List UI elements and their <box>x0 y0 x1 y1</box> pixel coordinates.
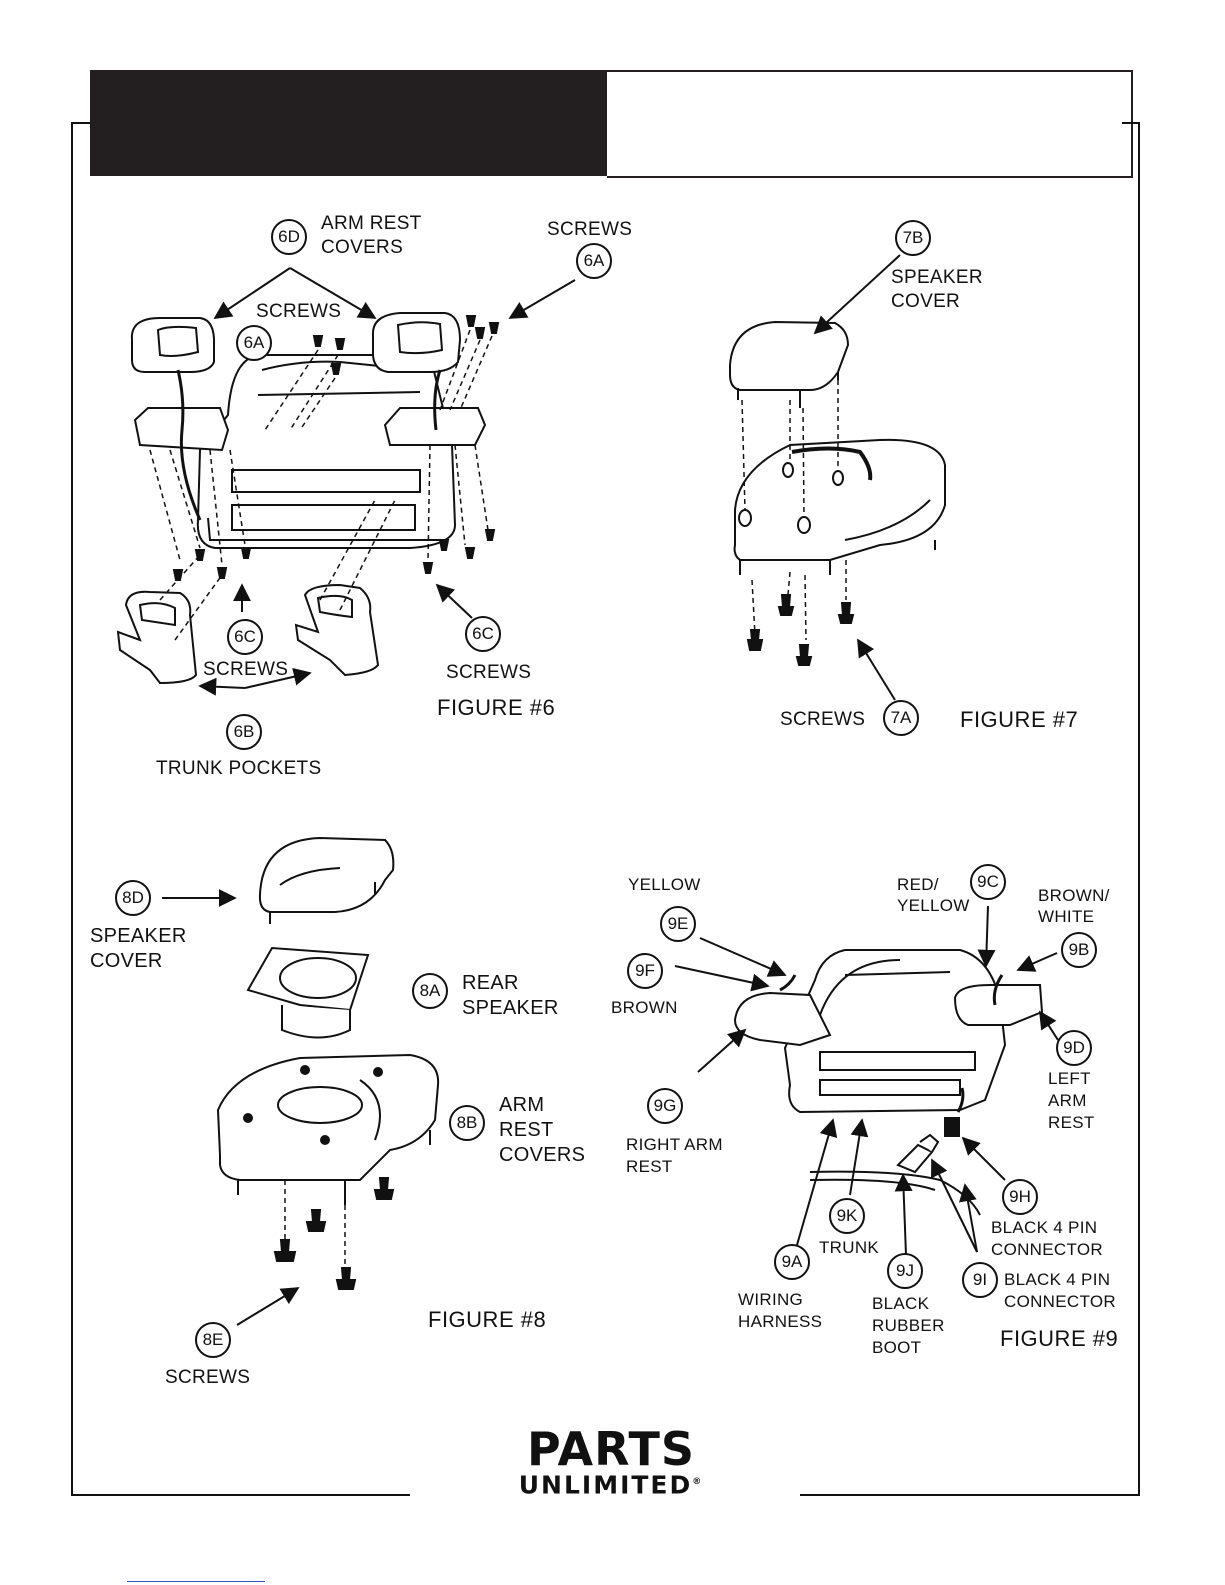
figure-6-drawing <box>116 312 500 685</box>
figure-9-title: FIGURE #9 <box>1000 1326 1119 1351</box>
figure-6-title: FIGURE #6 <box>437 695 556 720</box>
label-black-4pin-h-line2: CONNECTOR <box>991 1240 1103 1259</box>
label-screws: SCREWS <box>165 1367 251 1388</box>
label-wiring-harness-line1: WIRING <box>738 1290 804 1309</box>
label-rear-speaker-line2: SPEAKER <box>462 997 559 1019</box>
label-screws-mid: SCREWS <box>256 301 342 322</box>
page-frame-right <box>800 122 1140 1496</box>
figure-8-title: FIGURE #8 <box>428 1307 547 1332</box>
header-white-panel <box>607 70 1133 178</box>
label-brown-white-line1: BROWN/ <box>1038 886 1110 905</box>
label-screws-right: SCREWS <box>446 662 532 683</box>
parts-unlimited-logo: PARTS UNLIMITED® <box>493 1422 729 1500</box>
callout-9H: 9H <box>1002 1179 1038 1215</box>
footer-link-underline[interactable] <box>127 1581 265 1582</box>
label-speaker-cover-line2: COVER <box>891 291 961 312</box>
label-speaker-cover-line1: SPEAKER <box>90 925 187 947</box>
label-left-arm-rest-line2: ARM <box>1048 1091 1087 1110</box>
header-black-panel <box>90 70 607 176</box>
label-trunk-pockets: TRUNK POCKETS <box>156 758 322 779</box>
label-left-arm-rest-line1: LEFT <box>1048 1069 1091 1088</box>
label-trunk: TRUNK <box>819 1238 880 1257</box>
callout-9D: 9D <box>1056 1030 1092 1066</box>
label-right-arm-rest-line2: REST <box>626 1157 673 1176</box>
label-screws-top: SCREWS <box>547 219 633 240</box>
callout-9E: 9E <box>660 906 696 942</box>
callout-6A-mid: 6A <box>236 325 272 361</box>
label-black-4pin-i-line1: BLACK 4 PIN <box>1004 1270 1111 1289</box>
label-brown-white-line2: WHITE <box>1038 907 1095 926</box>
label-speaker-cover-line1: SPEAKER <box>891 267 983 288</box>
label-rear-speaker-line1: REAR <box>462 972 519 994</box>
figure-8-drawing <box>216 836 440 1290</box>
label-arm-rest-covers-line2: REST <box>499 1119 554 1141</box>
label-right-arm-rest-line1: RIGHT ARM <box>626 1135 723 1154</box>
label-black-4pin-i-line2: CONNECTOR <box>1004 1292 1116 1311</box>
callout-9C: 9C <box>970 864 1006 900</box>
callout-9F: 9F <box>627 953 663 989</box>
figure-9-drawing <box>733 949 1044 1216</box>
label-black-rubber-boot-line1: BLACK <box>872 1294 930 1313</box>
callout-9G: 9G <box>647 1088 683 1124</box>
label-black-rubber-boot-line3: BOOT <box>872 1338 922 1357</box>
callout-9K: 9K <box>829 1198 865 1234</box>
callout-9A: 9A <box>774 1244 810 1280</box>
label-brown: BROWN <box>611 998 678 1017</box>
logo-line2: UNLIMITED® <box>518 1470 704 1500</box>
callout-6C-right: 6C <box>465 616 501 652</box>
label-black-4pin-h-line1: BLACK 4 PIN <box>991 1218 1098 1237</box>
callout-8A: 8A <box>412 973 448 1009</box>
callout-6B: 6B <box>226 714 262 750</box>
label-black-rubber-boot-line2: RUBBER <box>872 1316 945 1335</box>
label-red-yellow-line2: YELLOW <box>897 896 970 915</box>
label-speaker-cover-line2: COVER <box>90 950 163 972</box>
page-frame-left <box>71 122 410 1496</box>
callout-8B: 8B <box>449 1105 485 1141</box>
callout-6C-left: 6C <box>227 619 263 655</box>
label-screws-left: SCREWS <box>203 659 289 680</box>
label-arm-rest-covers-line1: ARM REST <box>321 213 422 234</box>
label-arm-rest-covers-line3: COVERS <box>499 1144 586 1166</box>
callout-8E: 8E <box>195 1322 231 1358</box>
callout-9B: 9B <box>1061 932 1097 968</box>
label-wiring-harness-line2: HARNESS <box>738 1312 823 1331</box>
callout-6A-top: 6A <box>576 243 612 279</box>
callout-8D: 8D <box>115 880 151 916</box>
logo-line1: PARTS <box>527 1422 695 1476</box>
figure-7-drawing <box>729 320 946 666</box>
callout-7A: 7A <box>883 700 919 736</box>
registered-mark: ® <box>692 1477 704 1487</box>
callout-9I: 9I <box>962 1262 998 1298</box>
label-arm-rest-covers-line2: COVERS <box>321 237 404 258</box>
callout-7B: 7B <box>895 220 931 256</box>
callout-6D: 6D <box>271 219 307 255</box>
label-left-arm-rest-line3: REST <box>1048 1113 1095 1132</box>
label-red-yellow-line1: RED/ <box>897 875 939 894</box>
label-screws: SCREWS <box>780 709 866 730</box>
figure-7-title: FIGURE #7 <box>960 707 1079 732</box>
callout-9J: 9J <box>887 1253 923 1289</box>
label-yellow: YELLOW <box>628 875 701 894</box>
label-arm-rest-covers-line1: ARM <box>499 1094 545 1116</box>
